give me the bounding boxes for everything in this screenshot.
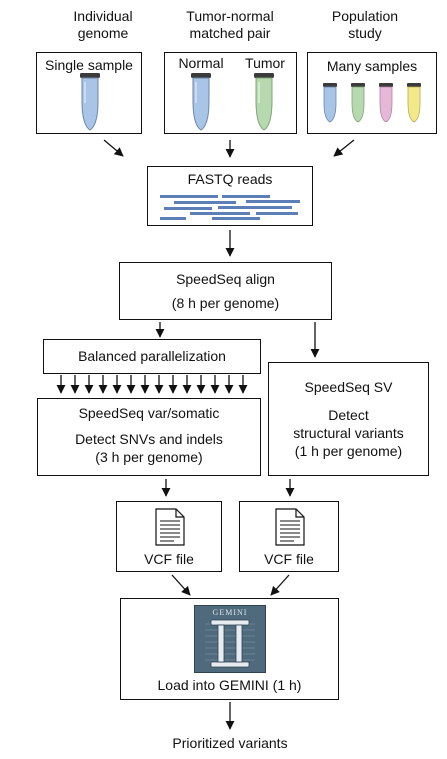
document-icon	[155, 508, 185, 546]
parallelization-label: Balanced parallelization	[78, 348, 226, 364]
many-samples-box: Many samples	[307, 52, 437, 134]
single-sample-box: Single sample	[36, 52, 142, 134]
sample-tube-blue-icon	[323, 83, 337, 123]
gemini-box: GEMINI Load into GEMINI (1 h)	[120, 598, 339, 700]
arrow-vcf-left-to-gemini	[171, 574, 191, 596]
many-samples-label: Many samples	[326, 58, 418, 74]
align-time: (8 h per genome)	[171, 295, 280, 311]
individual-genome-label: Individual genome	[73, 8, 133, 41]
parallel-fan-arrows	[56, 375, 248, 394]
gemini-logo-text: GEMINI	[212, 608, 248, 617]
fastq-reads-box: FASTQ reads	[147, 166, 313, 226]
matched-pair-box: Normal Tumor	[164, 52, 297, 134]
population-study-label: Population study	[331, 8, 399, 41]
tumor-normal-label: Tumor-normal matched pair	[186, 8, 274, 41]
arrow-individual-to-fastq	[103, 139, 124, 157]
normal-label: Normal	[178, 55, 224, 71]
speedseq-sv-box: SpeedSeq SV Detect structural variants (…	[268, 362, 429, 476]
vcf-file-right-box: VCF file	[239, 501, 339, 572]
prioritized-variants-label: Prioritized variants	[172, 735, 288, 751]
vcf-right-label: VCF file	[264, 551, 314, 567]
tumor-tube-icon	[254, 73, 274, 131]
speedseq-align-box: SpeedSeq align (8 h per genome)	[119, 262, 332, 320]
single-sample-label: Single sample	[45, 57, 133, 73]
document-icon	[275, 508, 305, 546]
sample-tube-green-icon	[351, 83, 365, 123]
sample-tube-yellow-icon	[407, 83, 421, 123]
align-title: SpeedSeq align	[176, 271, 275, 287]
fastq-reads-label: FASTQ reads	[187, 171, 273, 187]
sv-line2: structural variants	[293, 425, 404, 441]
balanced-parallelization-box: Balanced parallelization	[43, 339, 261, 374]
var-line2: (3 h per genome)	[95, 449, 203, 465]
arrow-population-to-fastq	[333, 139, 355, 157]
var-title: SpeedSeq var/somatic	[78, 405, 220, 421]
arrow-vcf-right-to-gemini	[270, 574, 290, 596]
sv-line3: (1 h per genome)	[294, 443, 403, 459]
gemini-label: Load into GEMINI (1 h)	[157, 677, 302, 693]
vcf-left-label: VCF file	[144, 551, 194, 567]
gemini-symbol-icon	[205, 619, 255, 668]
reads-icon	[160, 195, 300, 220]
sample-tube-pink-icon	[379, 83, 393, 123]
vcf-file-left-box: VCF file	[116, 501, 222, 572]
gemini-logo: GEMINI	[194, 605, 266, 673]
sv-line1: Detect	[328, 407, 369, 423]
blue-tube-icon	[80, 73, 100, 131]
tumor-label: Tumor	[245, 55, 285, 71]
normal-tube-icon	[191, 73, 211, 131]
speedseq-var-box: SpeedSeq var/somatic Detect SNVs and ind…	[37, 398, 261, 476]
sv-title: SpeedSeq SV	[304, 379, 393, 395]
var-line1: Detect SNVs and indels	[75, 431, 223, 447]
